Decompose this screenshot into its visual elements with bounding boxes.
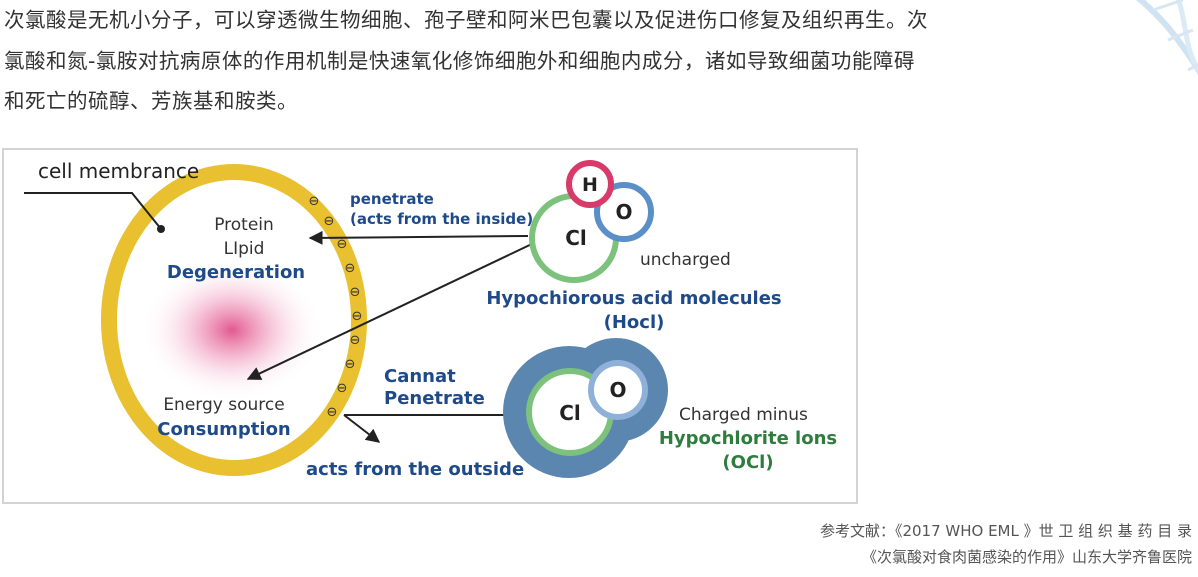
cell-membrance-label: cell membrance: [38, 159, 199, 183]
minus-charge: ⊖: [324, 214, 335, 229]
h-atom-label-hocl: H: [582, 174, 598, 196]
protein-label: Protein: [214, 215, 274, 235]
penetrate2-label: Penetrate: [384, 388, 485, 409]
center-glow: [140, 258, 324, 402]
paragraph-line-2: 氯酸和氮-氯胺对抗病原体的作用机制是快速氧化修饰细胞外和细胞内成分，诸如导致细菌…: [4, 48, 915, 73]
o-atom-label-ocl: O: [609, 378, 626, 402]
lipid-label: LIpid: [224, 239, 265, 259]
minus-charge: ⊖: [345, 357, 356, 372]
references: 参考文献：《2017 WHO EML 》世 卫 组 织 基 药 目 录 《次氯酸…: [820, 518, 1192, 570]
paragraph-line-3: 和死亡的硫醇、芳族基和胺类。: [4, 89, 298, 113]
ocl-abbr: (OCl): [722, 452, 773, 473]
o-atom-ocl: [588, 360, 648, 420]
cl-atom-label-ocl: Cl: [559, 401, 581, 425]
cannat-label: Cannat: [384, 366, 456, 387]
consumption-label: Consumption: [157, 419, 291, 440]
mechanism-diagram: cell membrance ⊖ ⊖ ⊖ ⊖ ⊖ ⊖ ⊖ ⊖ ⊖ ⊖ Prote…: [2, 148, 858, 504]
dna-decoration-icon: [1135, 0, 1198, 76]
minus-charge: ⊖: [350, 285, 361, 300]
intro-paragraph: 次氯酸是无机小分子，可以穿透微生物细胞、孢子壁和阿米巴包囊以及促进伤口修复及组织…: [4, 0, 1154, 122]
minus-charge: ⊖: [350, 333, 361, 348]
ocl-title: Hypochlorite lons: [659, 428, 837, 449]
hocl-abbr: (Hocl): [604, 312, 665, 333]
acts-inside-label: (acts from the inside): [350, 210, 533, 228]
paragraph-line-1: 次氯酸是无机小分子，可以穿透微生物细胞、孢子壁和阿米巴包囊以及促进伤口修复及组织…: [4, 8, 928, 32]
degeneration-label: Degeneration: [167, 262, 305, 283]
penetrate-label: penetrate: [350, 190, 434, 208]
outside-arrow-deflect: [343, 414, 381, 443]
h-atom-hocl: [566, 160, 614, 208]
hocl-title: Hypochiorous acid molecules: [486, 288, 781, 309]
charged-minus-label: Charged minus: [679, 405, 808, 425]
diagram-canvas: cell membrance ⊖ ⊖ ⊖ ⊖ ⊖ ⊖ ⊖ ⊖ ⊖ ⊖ Prote…: [24, 159, 837, 480]
minus-charge: ⊖: [337, 237, 348, 252]
o-atom-label-hocl: O: [615, 200, 632, 224]
membrane-leader-line: [24, 192, 162, 230]
inside-arrow-upper: [308, 230, 529, 245]
minus-charge: ⊖: [337, 381, 348, 396]
cl-atom-label-hocl: Cl: [565, 226, 587, 250]
reference-line-1: 参考文献：《2017 WHO EML 》世 卫 组 织 基 药 目 录: [819, 522, 1192, 540]
inside-arrow-lower: [246, 241, 537, 380]
minus-charge: ⊖: [327, 405, 338, 420]
minus-charge: ⊖: [309, 194, 320, 209]
reference-line-2: 《次氯酸对食肉菌感染的作用》山东大学齐鲁医院: [861, 548, 1192, 566]
uncharged-label: uncharged: [640, 250, 731, 270]
minus-charge: ⊖: [352, 309, 363, 324]
minus-charge: ⊖: [345, 261, 356, 276]
membrane-leader-dot: [157, 225, 165, 233]
o-atom-hocl: [594, 182, 654, 242]
energy-source-label: Energy source: [163, 395, 284, 415]
acts-outside-label: acts from the outside: [306, 459, 524, 480]
